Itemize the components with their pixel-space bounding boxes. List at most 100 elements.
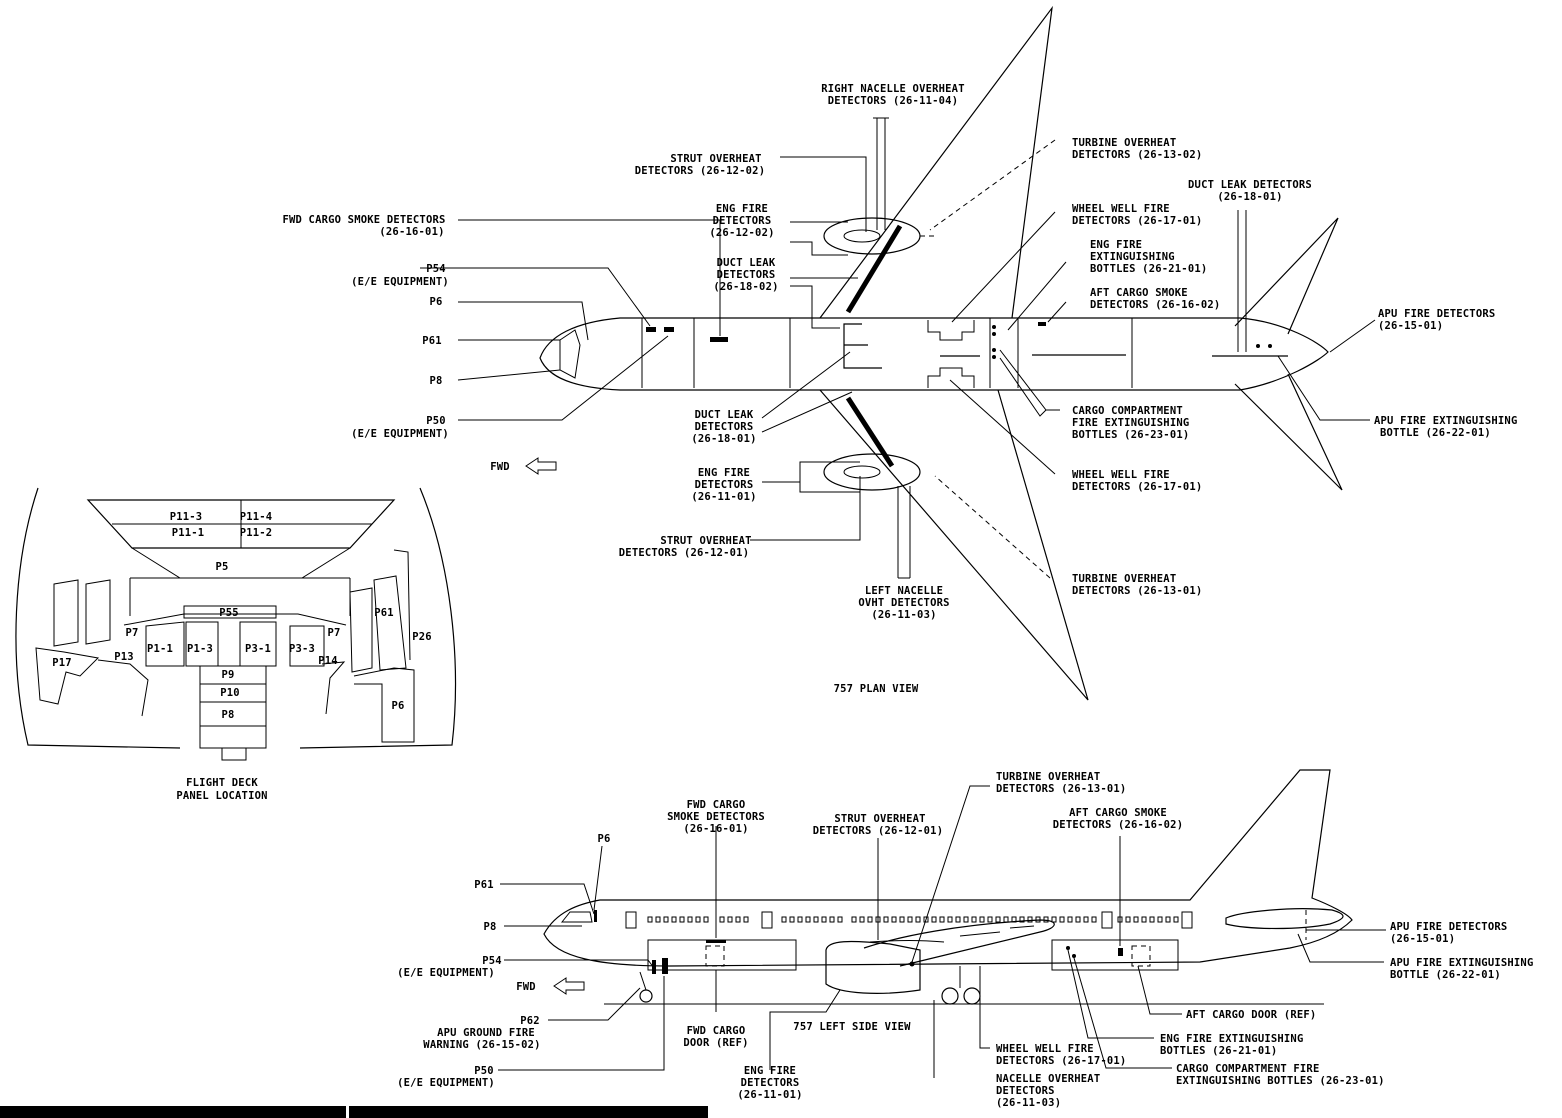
label-side-eng-ext: ENG FIRE EXTINGUISHING: [1160, 1033, 1303, 1045]
plan-fuselage: [539, 317, 1329, 391]
flight-deck-panel-view: P11-3 P11-4 P11-1 P11-2 P5 P55 P61 P26 P…: [15, 487, 457, 802]
side-window: [671, 916, 677, 923]
label-side-p50-2: (E/E EQUIPMENT): [397, 1077, 495, 1089]
label-eng-fire-right: ENG FIRE: [716, 203, 768, 215]
plan-fwd-label: FWD: [490, 461, 510, 473]
plan-fwd-cargo-smoke: [710, 337, 728, 342]
side-window: [837, 916, 843, 923]
side-window: [859, 916, 865, 923]
side-window: [805, 916, 811, 923]
label-side-fwd-cargo: FWD CARGO: [687, 799, 746, 811]
side-window: [797, 916, 803, 923]
fd-p11-3: P11-3: [170, 511, 203, 523]
label-fwd-cargo-smoke-ref: (26-16-01): [379, 226, 444, 238]
label-side-aft-door: AFT CARGO DOOR (REF): [1186, 1009, 1316, 1021]
side-fuselage: [543, 769, 1353, 967]
side-window: [907, 916, 913, 923]
fd-p3-1: P3-1: [245, 643, 271, 655]
side-window: [971, 916, 977, 923]
side-view: FWD TURBINE OVERHEAT DETECTORS (26-13-01…: [397, 769, 1533, 1109]
label-p8-plan: P8: [429, 375, 442, 387]
side-fwd-label: FWD: [516, 981, 536, 993]
fd-p9: P9: [221, 669, 234, 681]
fd-p8: P8: [221, 709, 234, 721]
side-window: [963, 916, 969, 923]
label-side-p54-2: (E/E EQUIPMENT): [397, 967, 495, 979]
side-window: [655, 916, 661, 923]
side-window: [1149, 916, 1155, 923]
label-side-fwd-door-2: DOOR (REF): [683, 1037, 748, 1049]
plan-p54: [646, 327, 656, 332]
label-side-aft-cargo: AFT CARGO SMOKE: [1069, 807, 1167, 819]
side-window: [915, 916, 921, 923]
side-window: [995, 916, 1001, 923]
label-strut-ovht-right: STRUT OVERHEAT: [670, 153, 761, 165]
fd-p7-right: P7: [327, 627, 340, 639]
label-side-nacelle: NACELLE OVERHEAT: [996, 1073, 1100, 1085]
plan-left-stabilizer: [1234, 373, 1343, 491]
label-duct-leak-left-ref: (26-18-01): [691, 433, 756, 445]
label-p61-plan: P61: [422, 335, 442, 347]
label-eng-fire-right-2: DETECTORS: [713, 215, 772, 227]
fd-p55: P55: [219, 607, 239, 619]
label-eng-fire-right-ref: (26-12-02): [709, 227, 774, 239]
plan-view-title: 757 PLAN VIEW: [834, 683, 919, 695]
label-duct-leak-right-ref: (26-18-02): [713, 281, 778, 293]
side-window: [891, 916, 897, 923]
label-cargo-comp-plan-ref: BOTTLES (26-23-01): [1072, 429, 1189, 441]
side-window: [899, 916, 905, 923]
side-window: [821, 916, 827, 923]
label-side-eng-ext-ref: BOTTLES (26-21-01): [1160, 1045, 1277, 1057]
fd-p61: P61: [374, 607, 394, 619]
label-strut-ovht-right-ref: DETECTORS (26-12-02): [635, 165, 765, 177]
label-side-eng-fire-ref: (26-11-01): [737, 1089, 802, 1101]
label-p54-plan-2: (E/E EQUIPMENT): [351, 276, 449, 288]
plan-aft-cargo-smoke: [1038, 322, 1046, 326]
side-window: [851, 916, 857, 923]
side-window: [647, 916, 653, 923]
side-window: [931, 916, 937, 923]
label-apu-bottle-plan-ref: BOTTLE (26-22-01): [1380, 427, 1491, 439]
side-window: [979, 916, 985, 923]
plan-cockpit: [559, 329, 581, 379]
side-fwd-arrow: [553, 977, 585, 995]
label-side-wheel-well: WHEEL WELL FIRE: [996, 1043, 1094, 1055]
plan-right-stabilizer: [1234, 217, 1339, 335]
side-window: [743, 916, 749, 923]
plan-compartments: [641, 318, 1133, 388]
label-duct-leak-left-2: DETECTORS: [695, 421, 754, 433]
side-window: [1157, 916, 1163, 923]
label-eng-fire-ext-2: EXTINGUISHING: [1090, 251, 1175, 263]
side-window: [727, 916, 733, 923]
label-turbine-ovht-left-ref: DETECTORS (26-13-01): [1072, 585, 1202, 597]
label-p54-plan: P54: [426, 263, 446, 275]
label-right-nacelle-ovht: RIGHT NACELLE OVERHEAT: [821, 83, 964, 95]
flight-deck-title: FLIGHT DECK: [186, 777, 258, 789]
plan-strut-right: [845, 224, 903, 314]
side-window: [813, 916, 819, 923]
side-window: [735, 916, 741, 923]
label-side-aft-cargo-ref: DETECTORS (26-16-02): [1053, 819, 1183, 831]
label-wheel-well-right-ref: DETECTORS (26-17-01): [1072, 215, 1202, 227]
label-side-p50: P50: [474, 1065, 494, 1077]
label-eng-fire-ext-ref: BOTTLES (26-21-01): [1090, 263, 1207, 275]
side-view-title: 757 LEFT SIDE VIEW: [793, 1021, 911, 1033]
label-side-strut-ref: DETECTORS (26-12-01): [813, 825, 943, 837]
label-side-p62-2: APU GROUND FIRE: [437, 1027, 535, 1039]
plan-fwd-arrow: [525, 457, 557, 475]
side-window: [923, 916, 929, 923]
label-side-eng-fire: ENG FIRE: [744, 1065, 796, 1077]
fd-p5: P5: [215, 561, 228, 573]
label-eng-fire-left: ENG FIRE: [698, 467, 750, 479]
label-eng-fire-ext: ENG FIRE: [1090, 239, 1142, 251]
label-duct-leak-right: DUCT LEAK: [717, 257, 776, 269]
label-side-p62: P62: [520, 1015, 540, 1027]
label-aft-cargo-smoke-ref: DETECTORS (26-16-02): [1090, 299, 1220, 311]
footer-bar: [0, 1106, 708, 1118]
label-p50-plan-2: (E/E EQUIPMENT): [351, 428, 449, 440]
label-duct-leak-tail-ref: (26-18-01): [1217, 191, 1282, 203]
side-windows: [647, 916, 1179, 923]
label-turbine-ovht-right-ref: DETECTORS (26-13-02): [1072, 149, 1202, 161]
label-side-apu-fire-ref: (26-15-01): [1390, 933, 1455, 945]
